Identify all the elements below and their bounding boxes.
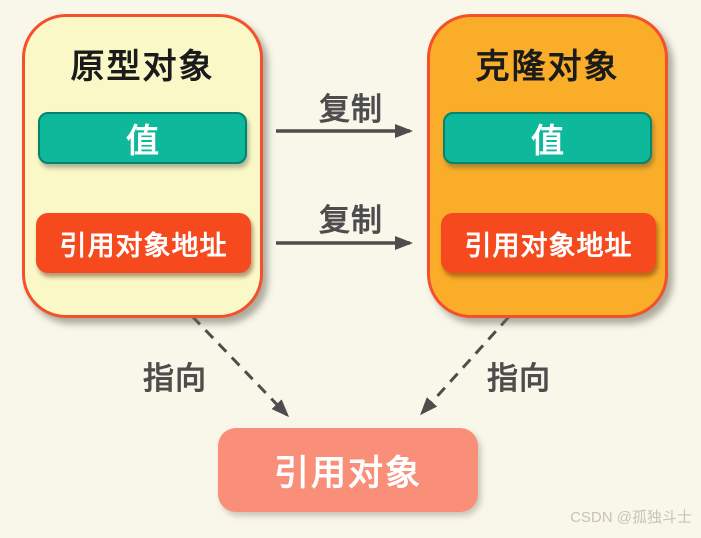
copy-label-bottom: 复制 <box>319 203 383 238</box>
prototype-reference-address-field: 引用对象地址 <box>36 213 251 273</box>
clone-object-title: 克隆对象 <box>475 48 620 86</box>
copy-label-top: 复制 <box>319 92 383 127</box>
clone-value-field: 值 <box>443 112 652 164</box>
reference-object-box: 引用对象 <box>218 428 478 512</box>
clone-object-box: 克隆对象 值 引用对象地址 <box>427 14 668 318</box>
point-label-left: 指向 <box>143 361 207 396</box>
watermark-text: CSDN @孤独斗士 <box>570 509 692 526</box>
prototype-object-box: 原型对象 值 引用对象地址 <box>22 14 263 318</box>
prototype-object-title: 原型对象 <box>70 48 215 86</box>
point-label-right: 指向 <box>487 361 551 396</box>
prototype-value-field: 值 <box>38 112 247 164</box>
clone-reference-address-field: 引用对象地址 <box>441 213 656 273</box>
